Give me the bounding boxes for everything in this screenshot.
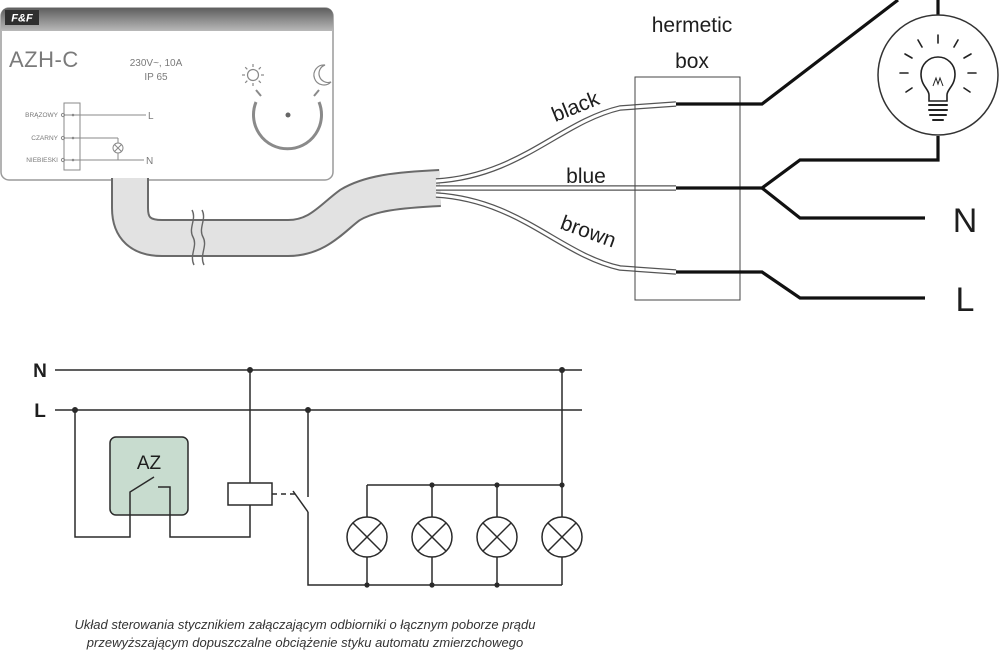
wire-label-blue: blue	[566, 165, 606, 188]
load-return-wire	[307, 512, 562, 586]
caption-line-2: przewyższającym dopuszczalne obciążenie …	[86, 635, 523, 650]
twilight-switch-contact	[129, 476, 171, 515]
switch-to-coil-wire	[169, 505, 251, 538]
contactor-contact	[292, 490, 309, 513]
lamp-icon	[112, 142, 124, 154]
lamp-load	[411, 485, 453, 585]
brand-logo-text: F&F	[11, 13, 33, 25]
hermetic-box-label-line2: box	[675, 50, 709, 73]
switch-supply-wire	[74, 410, 131, 538]
twilight-switch-box	[109, 436, 189, 516]
terminal-out-n: N	[146, 156, 153, 167]
lamp-load	[346, 485, 388, 585]
schematic-label-n: N	[33, 361, 47, 382]
device-header-bar	[1, 8, 333, 31]
brand-logo	[5, 10, 39, 25]
cable-break-mark	[200, 209, 206, 266]
moon-icon	[313, 64, 332, 86]
twilight-switch-label: AZ	[137, 453, 162, 474]
hermetic-box-label-line1: hermetic	[652, 14, 733, 37]
terminal-label-blue: NIEBIESKI	[26, 157, 58, 164]
lamp-load	[541, 485, 583, 585]
schematic: N L AZ	[33, 361, 583, 588]
wire-label-black: black	[549, 87, 604, 127]
lamp-feed-line	[676, 0, 899, 106]
light-bulb-icon	[877, 14, 999, 136]
terminal-block	[60, 102, 146, 171]
mains-label-l: L	[956, 281, 975, 319]
mains-label-n: N	[953, 202, 978, 240]
device-body	[0, 7, 334, 181]
terminal-label-black: CZARNY	[31, 135, 58, 142]
lamp-load	[476, 485, 518, 585]
load-top-bus	[367, 370, 563, 486]
live-supply-line	[676, 270, 925, 300]
device-model: AZH-C	[9, 47, 79, 72]
cable	[111, 169, 441, 266]
terminal-label-brown: BRĄZOWY	[25, 112, 59, 119]
device-azh-c: F&F AZH-C 230V~, 10A IP 65	[0, 7, 334, 181]
wire-black	[435, 101, 677, 184]
schematic-label-l: L	[34, 401, 46, 422]
cable-break-mark	[190, 209, 196, 266]
sun-icon	[242, 64, 264, 86]
neutral-supply-line	[761, 186, 925, 220]
contactor-coil	[227, 482, 273, 506]
caption-line-1: Układ sterowania stycznikiem załączający…	[75, 617, 536, 632]
device-rating: 230V~, 10A	[130, 58, 183, 69]
device-ip-rating: IP 65	[144, 72, 168, 83]
terminal-out-l: L	[148, 111, 154, 122]
sensitivity-knob	[252, 89, 323, 151]
wire-brown	[435, 192, 677, 275]
neutral-junction-line	[676, 136, 940, 190]
